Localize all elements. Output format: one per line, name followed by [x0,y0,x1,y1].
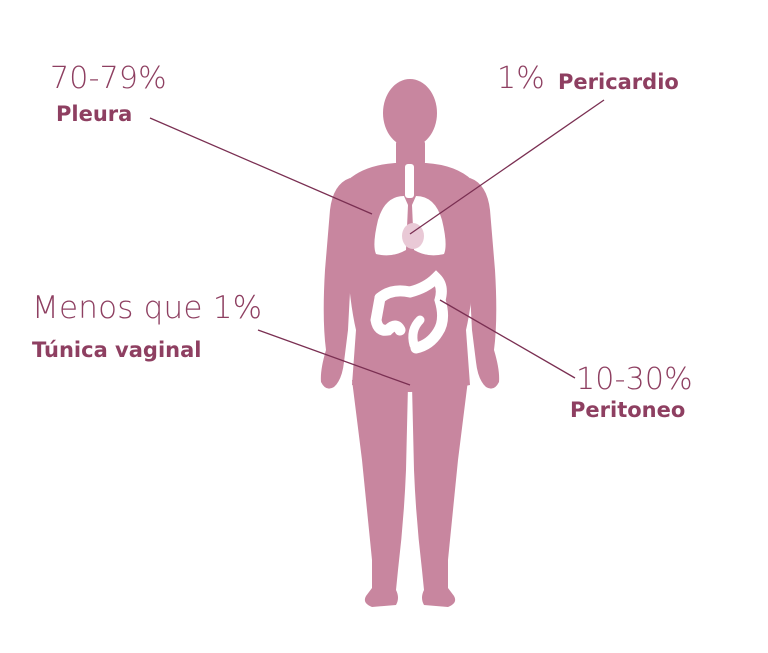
organs [374,164,446,256]
tunica-percent: Menos que 1% [32,290,263,326]
tunica-label: Túnica vaginal [32,338,202,362]
left-lung [374,196,408,256]
peritoneo-leader [439,299,576,379]
intestine [370,270,449,354]
leader-lines [149,99,605,386]
pericardio-percent: 1% [497,61,545,96]
peritoneo-label: Peritoneo [570,398,686,422]
pleura-label: Pleura [56,102,133,126]
peritoneo-percent: 10-30% [576,362,693,397]
pericardio-label: Pericardio [558,70,679,94]
pericardio-leader [409,99,605,235]
pleura-percent: 70-79% [50,61,167,96]
pleura-leader [149,117,373,215]
trachea [405,164,414,198]
tunica-leader [257,329,411,386]
heart [402,223,424,249]
